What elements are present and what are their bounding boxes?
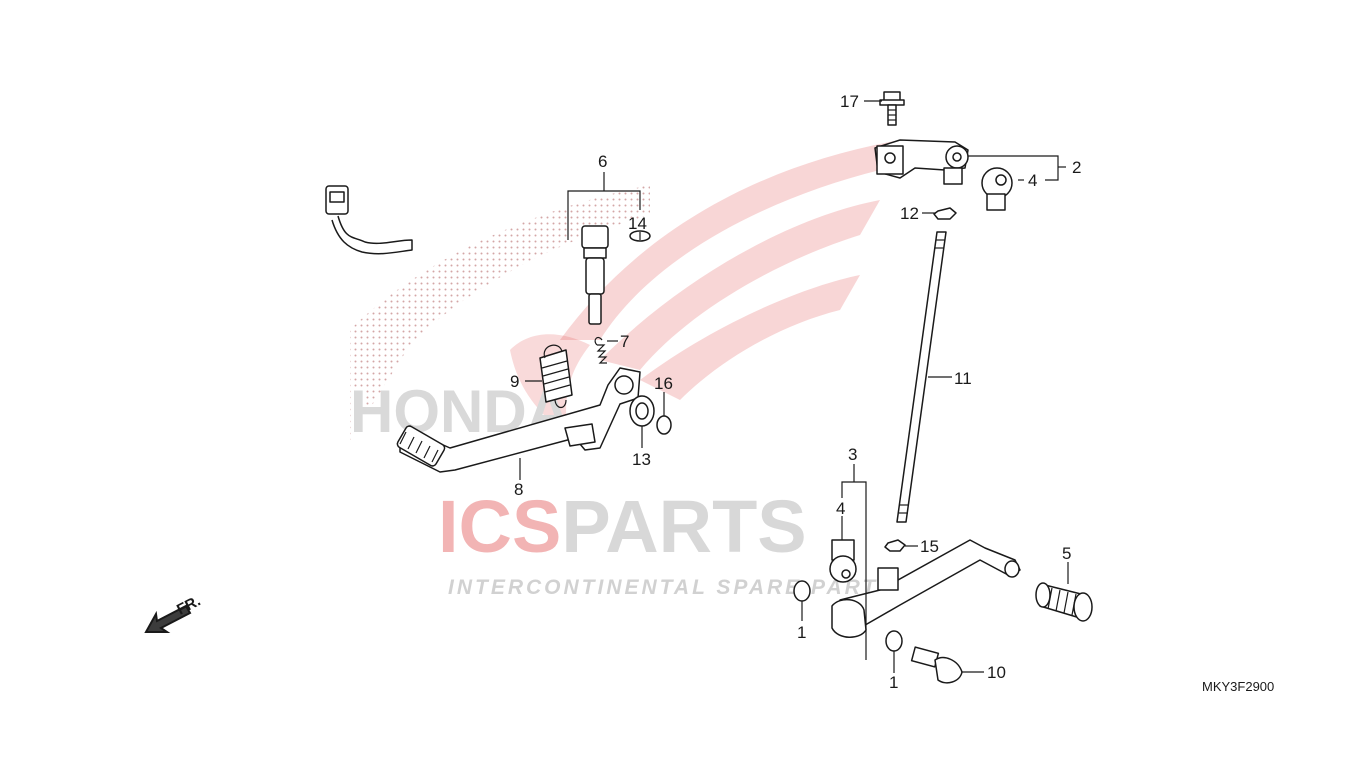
- callout-4[interactable]: 4: [1028, 171, 1037, 190]
- joint-assembly-icon: [829, 539, 857, 583]
- callout-12[interactable]: 12: [900, 204, 919, 223]
- watermark-main-text: ICSPARTS: [438, 485, 807, 568]
- shift-pedal-icon: [831, 539, 1021, 638]
- small-spring-icon: [594, 336, 608, 364]
- pivot-bolt-icon: [910, 646, 963, 684]
- callouts: 17 2 4 12 6 14 7 9 16 13 8 11 3 4 15 5 1…: [510, 92, 1081, 692]
- callout-4-lower[interactable]: 4: [836, 499, 845, 518]
- circlip-icon: [656, 415, 672, 435]
- callout-8[interactable]: 8: [514, 480, 523, 499]
- callout-9[interactable]: 9: [510, 372, 519, 391]
- callout-1[interactable]: 1: [797, 623, 806, 642]
- front-direction-arrow-icon: FR.: [144, 592, 203, 633]
- callout-14[interactable]: 14: [628, 214, 647, 233]
- callout-11[interactable]: 11: [954, 369, 972, 388]
- watermark: HONDA ICSPARTS INTERCONTINENTAL SPARE PA…: [350, 140, 900, 599]
- shift-rod-icon: [896, 231, 947, 523]
- shift-arm-icon: [874, 139, 969, 185]
- watermark-sub-text: INTERCONTINENTAL SPARE PARTS: [448, 576, 895, 599]
- callout-15[interactable]: 15: [920, 537, 939, 556]
- bolt-icon: [879, 91, 905, 126]
- washer-icon: [629, 395, 655, 427]
- nut-icon: [933, 207, 957, 220]
- washer-ring-icon: [885, 630, 903, 652]
- callout-7[interactable]: 7: [620, 332, 629, 351]
- callout-16[interactable]: 16: [654, 374, 673, 393]
- pedal-rubber-icon: [1035, 582, 1093, 622]
- nut-icon: [884, 539, 906, 552]
- leader-lines: [519, 100, 1069, 673]
- washer-ring-icon: [793, 580, 811, 602]
- ball-joint-icon: [981, 167, 1013, 211]
- callout-17[interactable]: 17: [840, 92, 859, 111]
- callout-2[interactable]: 2: [1072, 158, 1081, 177]
- callout-1-lower[interactable]: 1: [889, 673, 898, 692]
- switch-sensor-icon: [325, 185, 609, 325]
- diagram-code: MKY3F2900: [1202, 679, 1274, 694]
- callout-13[interactable]: 13: [632, 450, 651, 469]
- callout-5[interactable]: 5: [1062, 544, 1071, 563]
- brake-pedal-icon: [396, 367, 641, 473]
- return-spring-icon: [539, 344, 573, 409]
- callout-6[interactable]: 6: [598, 152, 607, 171]
- wing-logo-icon: [560, 140, 900, 340]
- callout-3[interactable]: 3: [848, 445, 857, 464]
- callout-10[interactable]: 10: [987, 663, 1006, 682]
